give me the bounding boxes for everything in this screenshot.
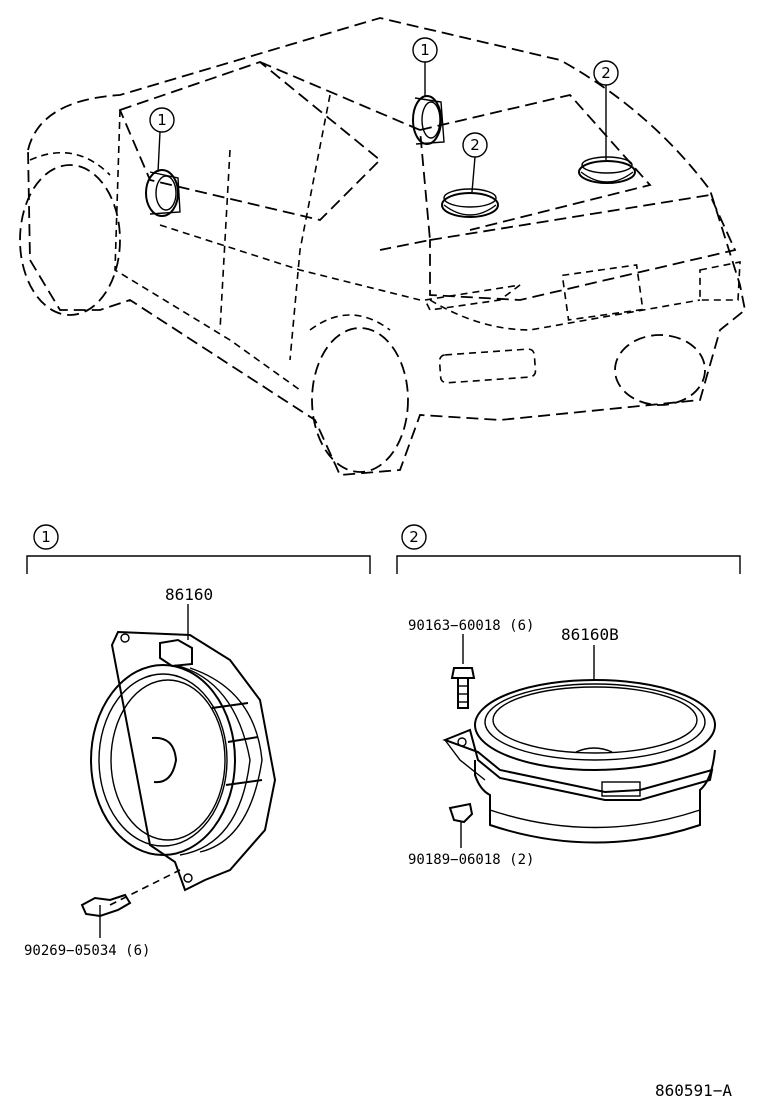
callout-2-shelf-right: 2 [593, 60, 619, 160]
part-label-86160B: 86160B [561, 625, 619, 644]
car-illustration [19, 17, 746, 476]
leader-line [109, 869, 181, 906]
svg-text:2: 2 [409, 528, 419, 546]
clip-icon [80, 893, 132, 938]
section-1-header: 1 [26, 524, 371, 574]
screw-icon [450, 667, 476, 709]
part-label-90189-06018: 90189−06018 (2) [408, 852, 534, 868]
svg-text:1: 1 [41, 528, 51, 546]
part-label-90269-05034: 90269−05034 (6) [24, 943, 150, 959]
speaker-icon [442, 679, 716, 844]
section-2-header: 2 [396, 524, 741, 574]
svg-text:2: 2 [470, 136, 480, 154]
speaker-icon [441, 156, 636, 218]
speaker-icon [90, 630, 277, 892]
svg-text:1: 1 [157, 111, 167, 129]
nut-icon [448, 802, 474, 848]
part-label-90163-60018: 90163−60018 (6) [408, 618, 534, 634]
part-label-86160: 86160 [165, 585, 213, 604]
diagram-id: 860591−A [655, 1081, 732, 1100]
callout-1-front: 1 [149, 107, 175, 173]
callout-2-shelf-left: 2 [462, 132, 488, 193]
speaker-icon [145, 95, 445, 217]
svg-text:1: 1 [420, 41, 430, 59]
svg-text:2: 2 [601, 64, 611, 82]
callout-1-rear: 1 [412, 37, 438, 97]
